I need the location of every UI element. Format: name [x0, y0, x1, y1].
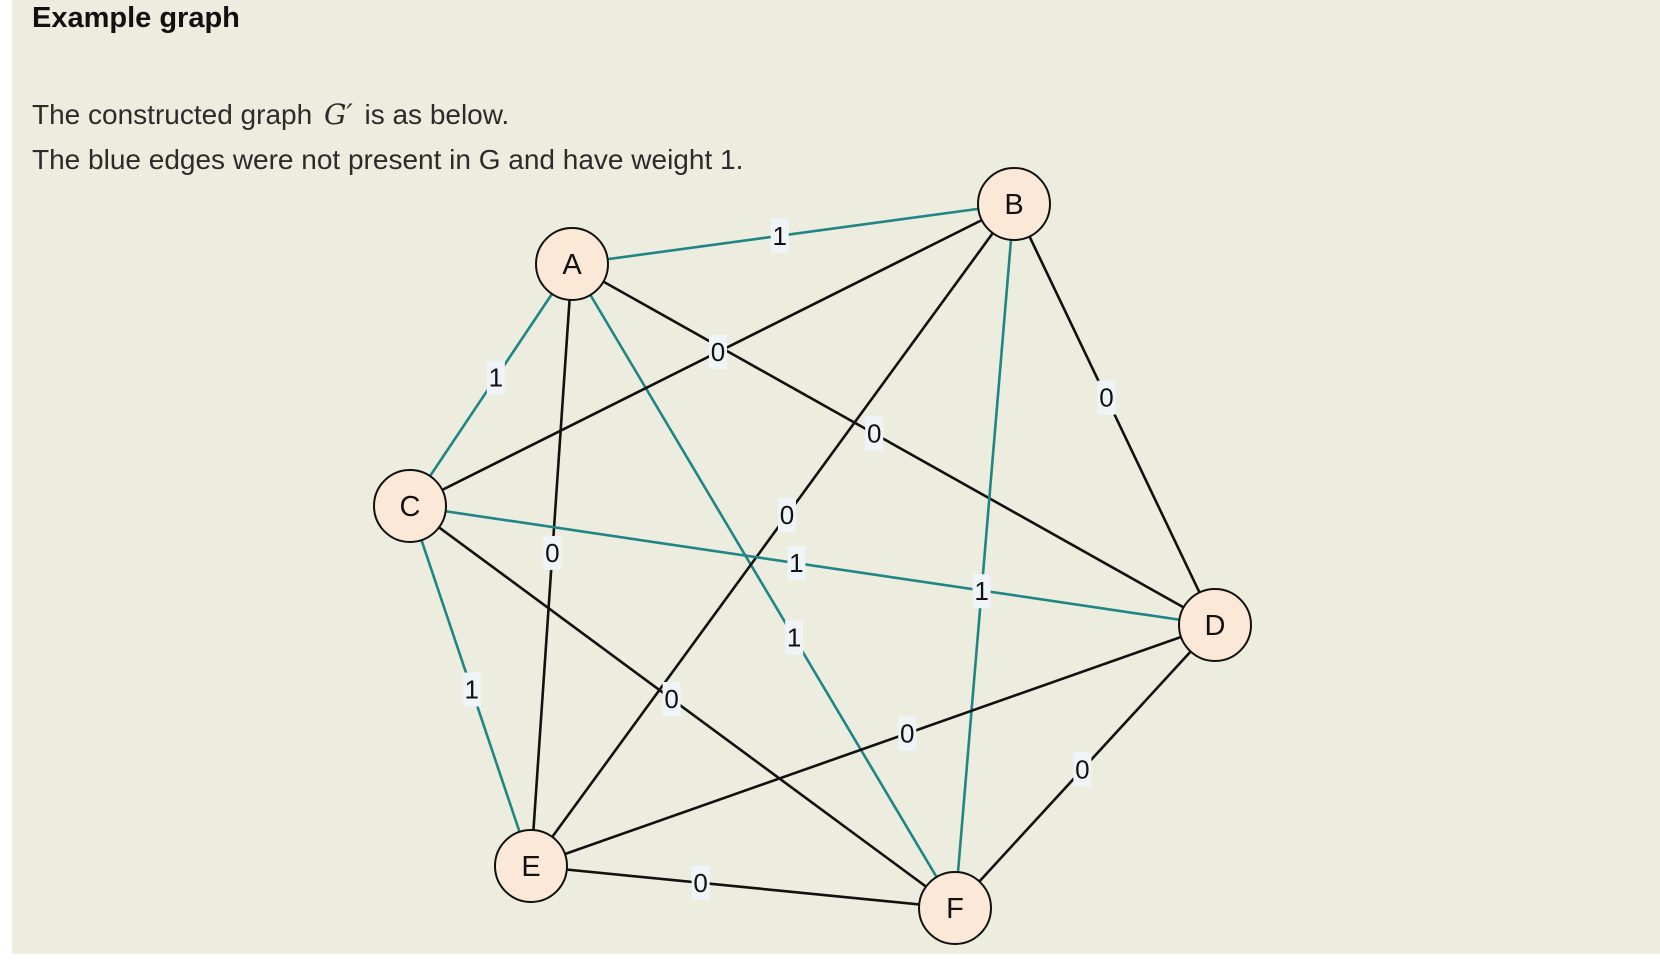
edge-weight-label-c-f: 0 — [662, 681, 681, 716]
edge-weight-label-a-d: 0 — [865, 416, 884, 451]
edge-weight-label-b-c: 0 — [709, 334, 728, 369]
svg-text:0: 0 — [780, 500, 794, 530]
description-line-1: The constructed graph G′ is as below. — [32, 98, 509, 131]
edge-c-f — [409, 504, 956, 910]
edge-a-d — [571, 262, 1216, 627]
svg-text:1: 1 — [489, 363, 503, 393]
edge-weight-label-a-c: 1 — [486, 360, 505, 395]
edges-layer — [408, 202, 1217, 910]
node-b: B — [977, 167, 1051, 241]
edge-weight-label-e-f: 0 — [691, 865, 710, 900]
edge-d-e — [530, 623, 1216, 868]
math-graph-symbol: G′ — [323, 98, 353, 131]
svg-text:0: 0 — [545, 538, 559, 568]
node-d: D — [1178, 588, 1252, 662]
svg-text:0: 0 — [664, 684, 678, 714]
edge-weight-label-a-b: 1 — [770, 218, 789, 253]
edge-weight-label-c-e: 1 — [462, 672, 481, 707]
node-label-a: A — [562, 249, 582, 281]
edge-b-e — [529, 203, 1016, 867]
edge-weight-label-b-e: 0 — [777, 498, 796, 533]
description-text-after-math: is as below. — [364, 99, 510, 130]
edge-weight-label-c-d: 1 — [787, 546, 806, 581]
edge-labels-layer: 1 1 0 0 1 0 0 0 1 1 1 0 0 0 0 — [462, 218, 1116, 900]
edge-weight-label-b-f: 1 — [972, 574, 991, 609]
node-label-e: E — [521, 851, 540, 883]
edge-weight-label-a-e: 0 — [543, 535, 562, 570]
edge-c-d — [409, 504, 1216, 627]
edge-weight-label-a-f: 1 — [785, 620, 804, 655]
edge-e-f — [530, 864, 956, 910]
edge-b-f — [953, 203, 1016, 909]
nodes-layer: A B C D E F — [373, 167, 1252, 945]
example-panel — [12, 0, 1660, 954]
edge-a-f — [570, 263, 957, 909]
svg-text:1: 1 — [789, 548, 803, 578]
node-f: F — [918, 871, 992, 945]
section-heading: Example graph — [32, 2, 240, 34]
svg-text:0: 0 — [1099, 383, 1113, 413]
edge-weight-label-d-e: 0 — [898, 716, 917, 751]
edge-weight-label-b-d: 0 — [1097, 380, 1116, 415]
description-text-before-math: The constructed graph — [32, 99, 313, 130]
node-e: E — [494, 829, 568, 903]
edge-weight-label-d-f: 0 — [1073, 752, 1092, 787]
svg-text:0: 0 — [693, 868, 707, 898]
svg-text:0: 0 — [1075, 754, 1089, 784]
description-line-2: The blue edges were not present in G and… — [32, 144, 744, 175]
node-label-c: C — [400, 491, 421, 523]
node-label-b: B — [1004, 189, 1023, 221]
edge-a-b — [571, 202, 1015, 266]
node-label-f: F — [946, 893, 964, 925]
svg-text:1: 1 — [773, 221, 787, 251]
svg-text:0: 0 — [711, 337, 725, 367]
node-a: A — [535, 227, 609, 301]
node-label-d: D — [1205, 610, 1226, 642]
svg-text:1: 1 — [464, 675, 478, 705]
node-c: C — [373, 469, 447, 543]
svg-text:1: 1 — [974, 576, 988, 606]
svg-text:1: 1 — [787, 623, 801, 653]
svg-text:0: 0 — [900, 718, 914, 748]
svg-text:0: 0 — [867, 419, 881, 449]
